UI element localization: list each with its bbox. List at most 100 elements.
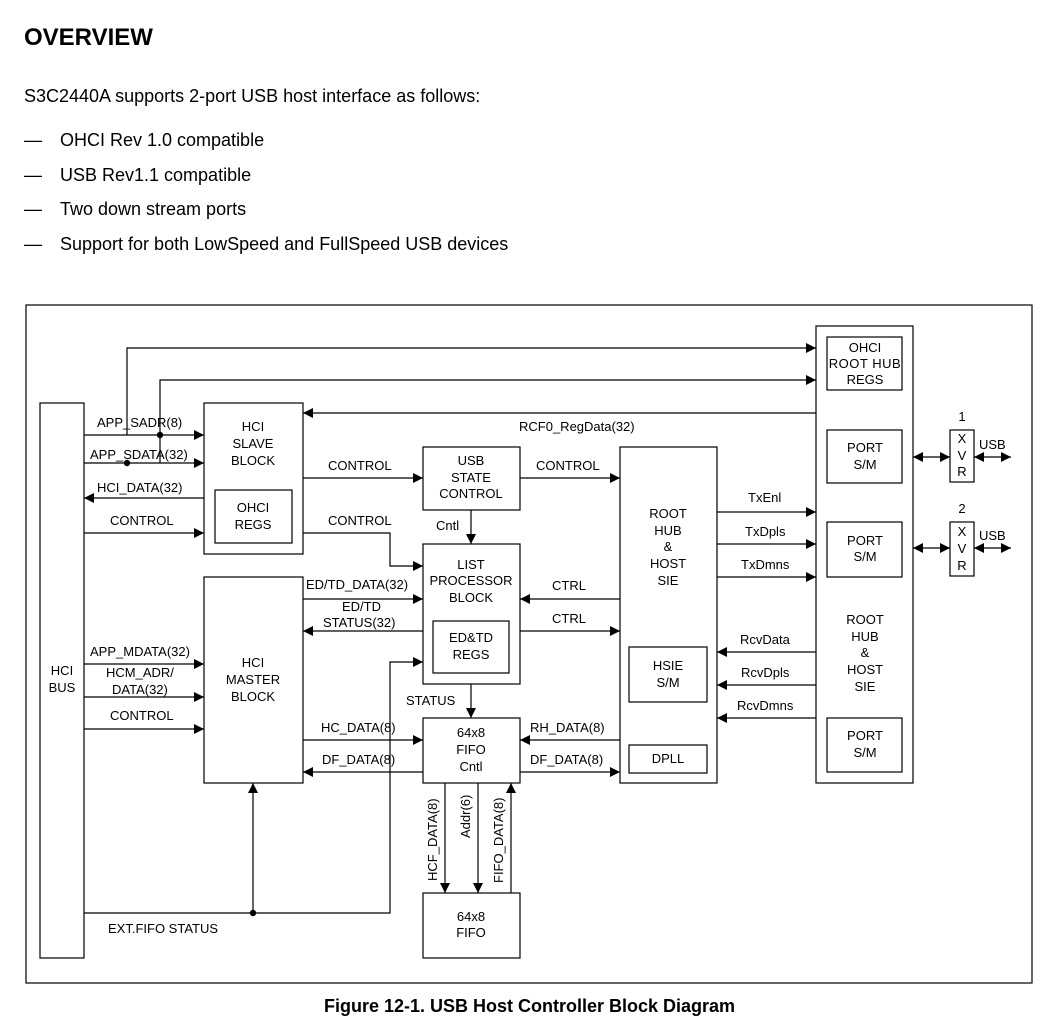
usb-label: USB: [979, 437, 1006, 452]
block-label: FIFO: [456, 925, 486, 940]
block-label: PORT: [847, 440, 883, 455]
dash-glyph: —: [24, 233, 42, 254]
block-label: S/M: [853, 549, 876, 564]
port-sm-block: PORT S/M: [826, 429, 903, 484]
block-label: Cntl: [459, 759, 482, 774]
signal-label: ED/TD_DATA(32): [306, 577, 408, 592]
list-item-text: Two down stream ports: [60, 199, 247, 219]
block-label: SIE: [855, 679, 876, 694]
port-sm-block: PORT S/M: [826, 521, 903, 578]
ed-td-regs-block: ED&TD REGS: [432, 620, 510, 674]
block-label: ED&TD: [449, 630, 493, 645]
block-label: REGS: [847, 372, 884, 387]
list-item-text: OHCI Rev 1.0 compatible: [60, 130, 265, 150]
list-item: — Two down stream ports: [24, 197, 508, 232]
block-label: CONTROL: [439, 486, 503, 501]
block-label: S/M: [853, 457, 876, 472]
signal-label: DF_DATA(8): [530, 752, 603, 767]
signal-label: TxDpls: [745, 524, 786, 539]
signal-label: CONTROL: [536, 458, 600, 473]
block-label: V: [958, 448, 967, 463]
port-sm-block: PORT S/M: [826, 717, 903, 773]
xvr-block: X V R: [949, 429, 975, 483]
block-label: HCI: [242, 655, 264, 670]
list-item-text: Support for both LowSpeed and FullSpeed …: [60, 233, 509, 254]
signal-label: HCI_DATA(32): [97, 480, 182, 495]
block-label: PORT: [847, 533, 883, 548]
port-number-label: 2: [958, 501, 965, 516]
block-label: R: [957, 464, 966, 479]
block-label: DPLL: [652, 751, 685, 766]
intro-text: S3C2440A supports 2-port USB host interf…: [24, 86, 481, 106]
block-label: V: [958, 541, 967, 556]
signal-label: Addr(6): [458, 795, 473, 838]
connectors: [84, 343, 1011, 914]
usb-label: USB: [979, 528, 1006, 543]
signal-label: CONTROL: [328, 458, 392, 473]
signal-label: CONTROL: [110, 708, 174, 723]
block-label: FIFO: [456, 742, 486, 757]
block-label: HSIE: [653, 658, 684, 673]
block-label: &: [861, 645, 870, 660]
signal-label: HCF_DATA(8): [425, 798, 440, 881]
dash-glyph: —: [24, 130, 42, 150]
signal-label: DF_DATA(8): [322, 752, 395, 767]
connector-line: [84, 657, 423, 914]
dpll-block: DPLL: [628, 744, 708, 774]
block-label: 64x8: [457, 725, 485, 740]
block-label: ROOT HUB: [829, 356, 901, 371]
block-label: OHCI: [849, 340, 882, 355]
hci-bus-block: HCI BUS: [39, 402, 85, 959]
fifo-block: 64x8 FIFO: [422, 892, 521, 959]
block-label: HUB: [851, 629, 878, 644]
signal-label: STATUS: [406, 693, 456, 708]
root-hub-host-sie-block: ROOT HUB & HOST SIE: [619, 446, 718, 784]
signal-label: EXT.FIFO STATUS: [108, 921, 218, 936]
block-label: BLOCK: [449, 590, 493, 605]
block-label: HOST: [847, 662, 883, 677]
signal-label: Cntl: [436, 518, 459, 533]
block-label: &: [664, 539, 673, 554]
block-label: MASTER: [226, 672, 280, 687]
signal-label: APP_MDATA(32): [90, 644, 190, 659]
block-label: BUS: [49, 680, 76, 695]
signal-label: RCF0_RegData(32): [519, 419, 635, 434]
block-label: ROOT: [649, 506, 687, 521]
signal-label: DATA(32): [112, 682, 168, 697]
connector-line: [303, 532, 423, 571]
list-item: —USB Rev1.1 compatible: [24, 163, 508, 198]
signal-label: HC_DATA(8): [321, 720, 396, 735]
dash-glyph: —: [24, 199, 42, 219]
block-label: PROCESSOR: [429, 573, 512, 588]
signal-label: RcvData: [740, 632, 791, 647]
block-label: BLOCK: [231, 453, 275, 468]
block-label: HCI: [51, 663, 73, 678]
usb-state-control-block: USB STATE CONTROL: [422, 446, 521, 511]
signal-label: TxEnl: [748, 490, 781, 505]
block-label: SLAVE: [233, 436, 274, 451]
block-label: 64x8: [457, 909, 485, 924]
connector-line: [126, 343, 816, 435]
hci-master-block: HCI MASTER BLOCK: [203, 576, 304, 784]
block-label: HUB: [654, 523, 681, 538]
block-label: S/M: [853, 745, 876, 760]
signal-label: HCM_ADR/: [106, 665, 174, 680]
junction-dot: [249, 909, 257, 917]
signal-label: CTRL: [552, 611, 586, 626]
block-label: HCI: [242, 419, 264, 434]
signal-label: RH_DATA(8): [530, 720, 605, 735]
block-label: USB: [458, 453, 485, 468]
block-label: S/M: [656, 675, 679, 690]
dash-glyph: —: [24, 164, 42, 185]
block-label: HOST: [650, 556, 686, 571]
block-label: ROOT: [846, 612, 884, 627]
list-item: — OHCI Rev 1.0 compatible: [24, 128, 508, 163]
block-label: REGS: [235, 517, 272, 532]
junction-dot: [123, 459, 131, 467]
block-label: OHCI: [237, 500, 270, 515]
block-label: X: [958, 431, 967, 446]
signal-label: APP_SADR(8): [97, 415, 182, 430]
signal-label: RcvDpls: [741, 665, 790, 680]
block-label: R: [957, 558, 966, 573]
